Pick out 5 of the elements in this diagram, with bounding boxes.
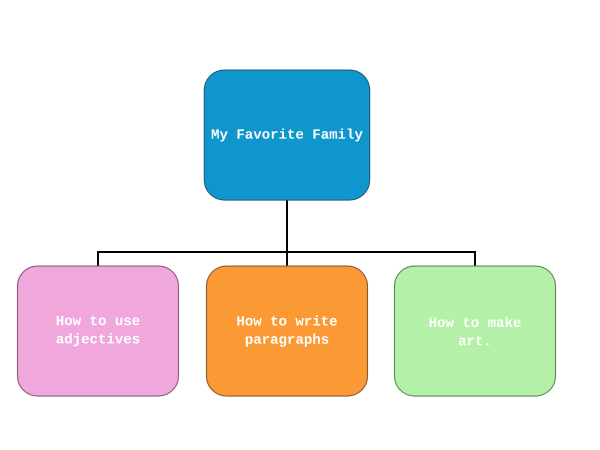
rounded-box: How to write paragraphs <box>206 265 368 397</box>
rounded-box: How to use adjectives <box>16 265 180 397</box>
rounded-box: How to make art. <box>394 265 556 397</box>
rounded-box: My Favorite Family <box>204 69 370 201</box>
connector-line <box>286 200 476 266</box>
